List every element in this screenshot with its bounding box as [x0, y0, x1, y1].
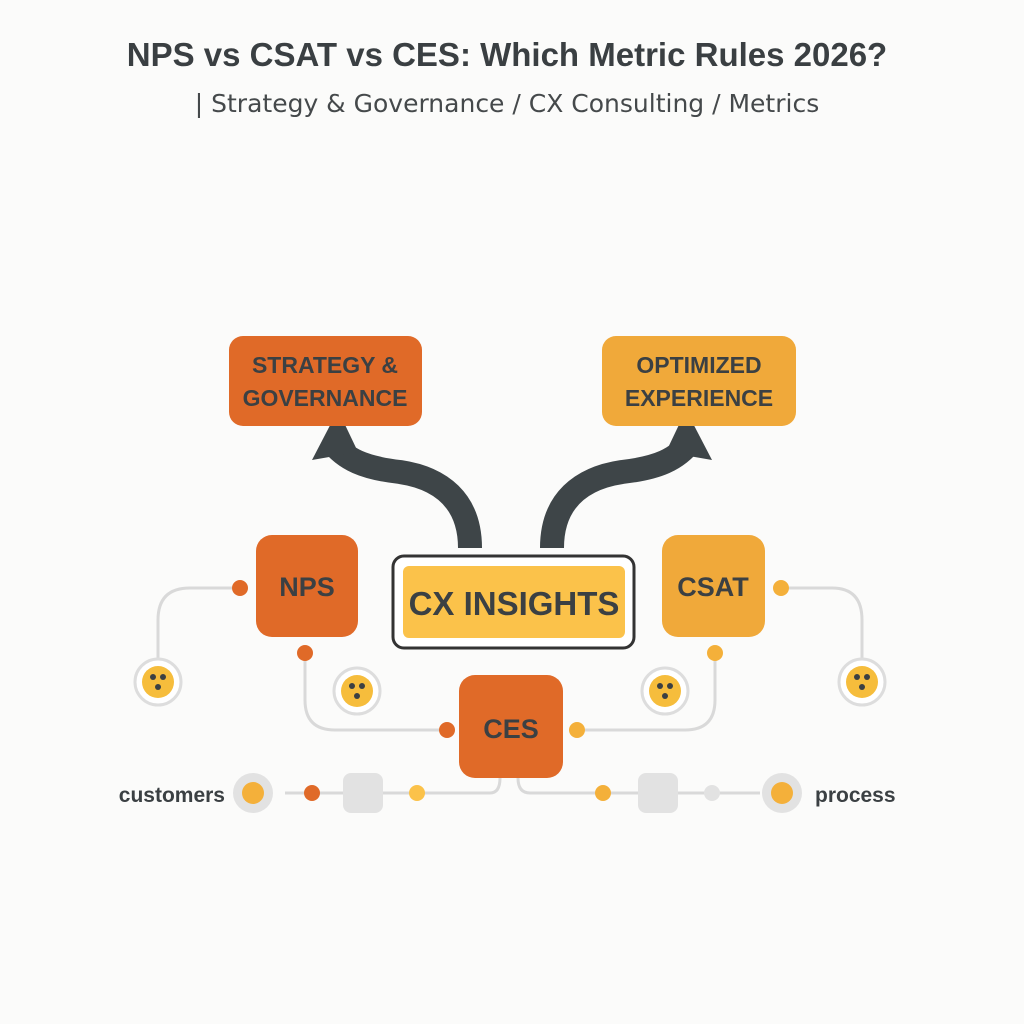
node-dot-icon: [304, 785, 320, 801]
process-node-icon: [762, 773, 802, 813]
node-dot-icon: [569, 722, 585, 738]
node-dot-icon: [297, 645, 313, 661]
process-label: process: [815, 784, 896, 807]
page-subtitle: | Strategy & Governance / CX Consulting …: [195, 89, 819, 118]
arrow-up-right-icon: [540, 410, 712, 549]
nps-box: NPS: [256, 535, 358, 637]
step-square-icon: [638, 773, 678, 813]
face-icon: [837, 657, 887, 707]
node-dot-icon: [595, 785, 611, 801]
arrow-up-left-icon: [312, 410, 482, 549]
node-dot-icon: [439, 722, 455, 738]
connector: [303, 653, 440, 732]
customers-node-icon: [233, 773, 273, 813]
step-square-icon: [343, 773, 383, 813]
strategy-governance-box: STRATEGY & GOVERNANCE: [229, 336, 422, 426]
connector: [430, 777, 502, 795]
optimized-line1: OPTIMIZED: [636, 352, 761, 378]
cx-insights-box: CX INSIGHTS: [391, 554, 636, 650]
optimized-line2: EXPERIENCE: [625, 385, 773, 411]
node-dot-icon: [232, 580, 248, 596]
nps-label: NPS: [279, 572, 335, 602]
strategy-line1: STRATEGY &: [252, 352, 398, 378]
optimized-experience-box: OPTIMIZED EXPERIENCE: [602, 336, 796, 426]
cx-insights-label: CX INSIGHTS: [409, 585, 620, 622]
node-dot-icon: [409, 785, 425, 801]
face-icon: [640, 666, 690, 716]
customers-label: customers: [119, 784, 225, 807]
ces-label: CES: [483, 714, 539, 744]
page-title: NPS vs CSAT vs CES: Which Metric Rules 2…: [127, 36, 887, 73]
ces-box: CES: [459, 675, 563, 778]
csat-box: CSAT: [662, 535, 765, 637]
connector: [789, 586, 864, 660]
connector: [516, 777, 760, 795]
csat-label: CSAT: [677, 572, 749, 602]
face-icon: [332, 666, 382, 716]
node-dot-icon: [707, 645, 723, 661]
connector: [156, 586, 232, 660]
face-icon: [133, 657, 183, 707]
connector: [585, 653, 717, 732]
strategy-line2: GOVERNANCE: [243, 385, 408, 411]
node-dot-icon: [704, 785, 720, 801]
node-dot-icon: [773, 580, 789, 596]
